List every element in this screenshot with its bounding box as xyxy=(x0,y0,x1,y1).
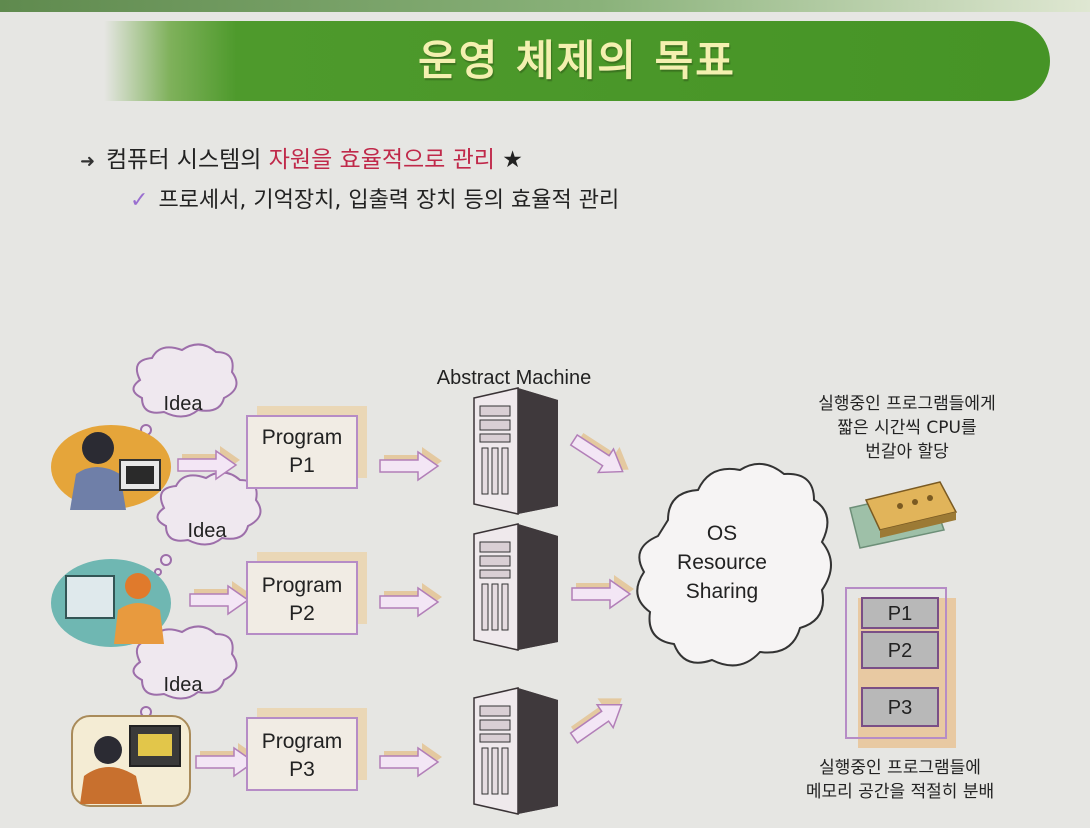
program-box-3: Program P3 xyxy=(246,707,368,791)
user-at-computer-icon xyxy=(51,559,171,647)
memory-frame: P1 P2 P3 xyxy=(845,587,956,748)
cpu-note-line3: 번갈아 할당 xyxy=(865,442,949,462)
program-label-line2: P1 xyxy=(289,454,315,477)
memory-note: 실행중인 프로그램들에 메모리 공간을 적절히 분배 xyxy=(760,756,1040,804)
cloud-label-sharing: Sharing xyxy=(686,580,758,603)
cloud-label-os: OS xyxy=(707,522,737,545)
idea-bubble-2: Idea xyxy=(154,471,262,576)
arrow-program-to-server-3 xyxy=(379,742,443,777)
memory-label-p2: P2 xyxy=(888,640,912,662)
idea-label-2: Idea xyxy=(188,520,228,542)
memory-note-line2: 메모리 공간을 적절히 분배 xyxy=(805,782,995,802)
cpu-chip-icon xyxy=(849,481,958,549)
memory-label-p3: P3 xyxy=(888,697,912,719)
arrow-server-to-cloud-3 xyxy=(562,686,634,751)
program-label-line2: P3 xyxy=(289,758,315,781)
arrow-user-to-program-2 xyxy=(189,580,253,615)
user-at-computer-icon xyxy=(71,715,191,807)
server-tower-icon xyxy=(473,687,559,815)
idea-bubble-3: Idea xyxy=(132,625,238,728)
program-label-line2: P2 xyxy=(289,602,315,625)
arrow-bullet-icon: ➜ xyxy=(80,151,96,172)
arrow-program-to-server-1 xyxy=(379,446,443,481)
cpu-note-line1: 실행중인 프로그램들에게 xyxy=(818,394,996,414)
cloud-label-resource: Resource xyxy=(677,551,767,574)
bullet-main-suffix: ★ xyxy=(494,147,523,173)
slide-title: 운영 체제의 목표 xyxy=(418,36,736,85)
memory-block-p1 xyxy=(861,597,939,629)
idea-label-1: Idea xyxy=(164,393,204,415)
check-icon: ✓ xyxy=(130,188,149,213)
program-label-line1: Program xyxy=(262,426,343,449)
bullet-main-highlight: 자원을 효율적으로 관리 xyxy=(268,147,495,173)
title-bar xyxy=(104,21,1050,101)
memory-note-line1: 실행중인 프로그램들에 xyxy=(819,758,981,778)
bullet-main: ➜ 컴퓨터 시스템의 자원을 효율적으로 관리 ★ xyxy=(80,140,523,174)
arrow-server-to-cloud-1 xyxy=(565,423,638,487)
bullet-sub: ✓ 프로세서, 기억장치, 입출력 장치 등의 효율적 관리 xyxy=(130,182,619,214)
cloud-icon: OS Resource Sharing xyxy=(636,463,832,667)
top-band xyxy=(0,0,1090,12)
memory-block-p2 xyxy=(861,631,939,669)
server-tower-icon xyxy=(473,387,559,515)
program-label-line1: Program xyxy=(262,730,343,753)
bullet-sub-text: 프로세서, 기억장치, 입출력 장치 등의 효율적 관리 xyxy=(158,188,620,213)
program-box-2: Program P2 xyxy=(246,551,368,635)
server-tower-icon xyxy=(473,523,559,651)
idea-bubble-1: Idea xyxy=(132,343,238,447)
bullet-main-prefix: 컴퓨터 시스템의 xyxy=(106,147,269,173)
cpu-note-line2: 짧은 시간씩 CPU를 xyxy=(837,418,977,438)
program-box-1: Program P1 xyxy=(246,405,368,489)
arrow-server-to-cloud-2 xyxy=(571,574,635,609)
memory-block-p3 xyxy=(861,687,939,727)
user-at-computer-icon xyxy=(51,425,171,510)
abstract-machine-label: Abstract Machine xyxy=(437,367,592,389)
memory-label-p1: P1 xyxy=(888,603,912,625)
arrow-program-to-server-2 xyxy=(379,582,443,617)
cpu-note: 실행중인 프로그램들에게 짧은 시간씩 CPU를 번갈아 할당 xyxy=(772,392,1042,464)
program-label-line1: Program xyxy=(262,574,343,597)
idea-label-3: Idea xyxy=(164,674,204,696)
